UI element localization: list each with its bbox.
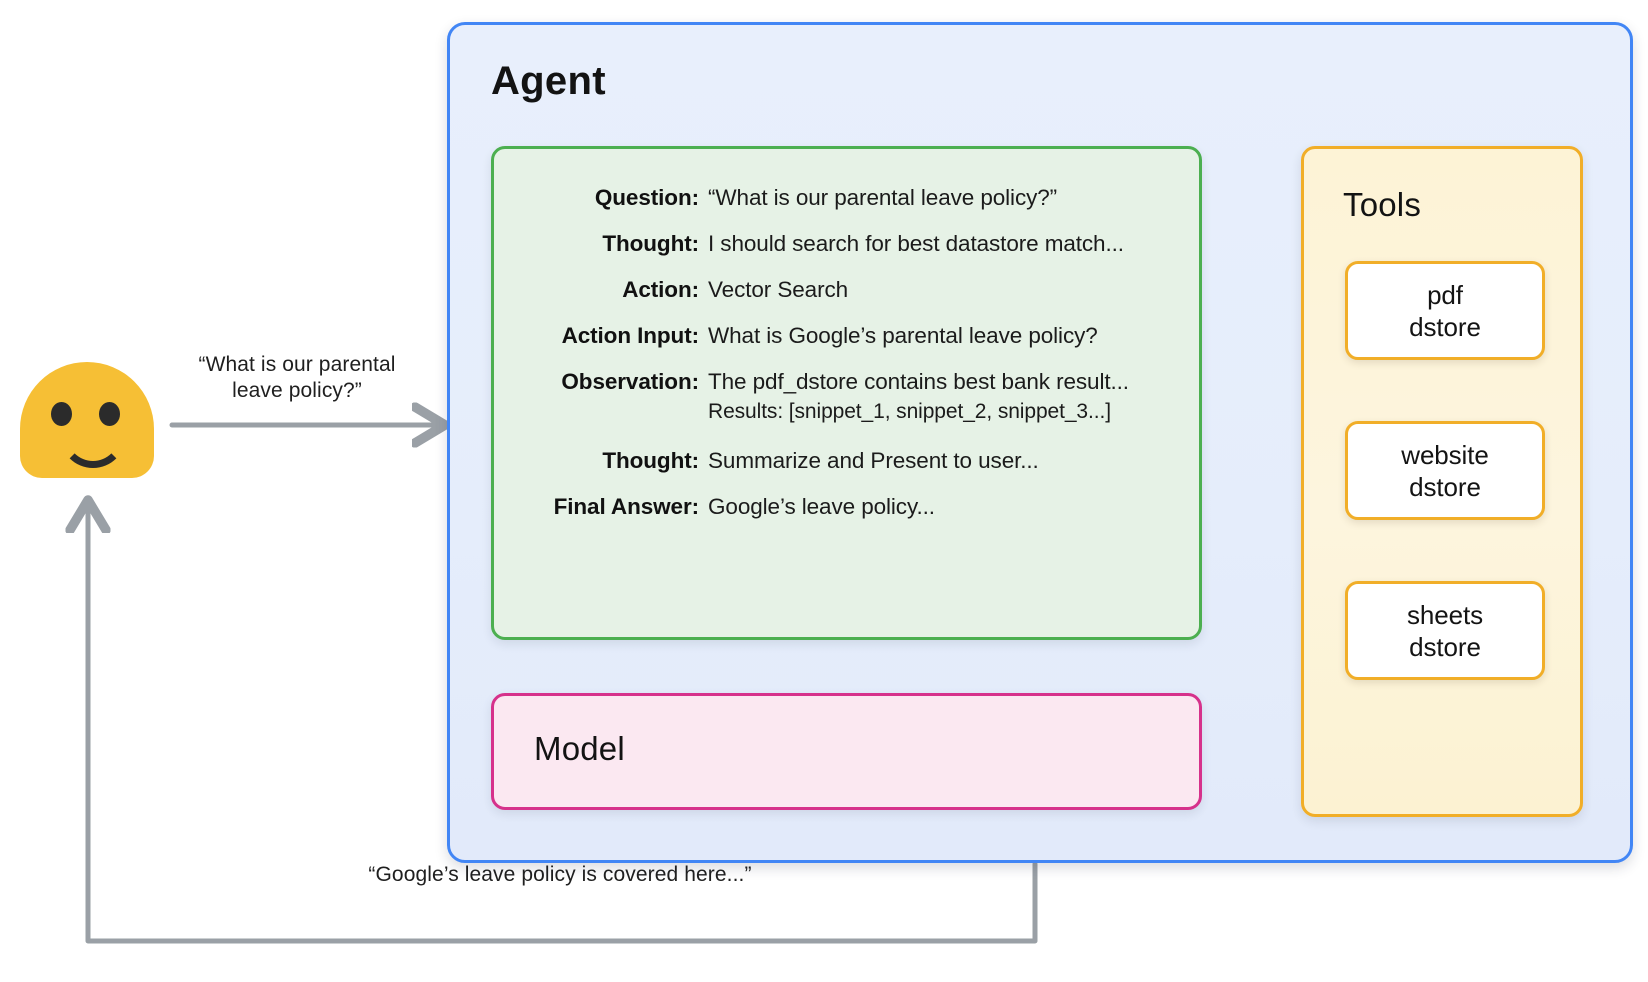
user-avatar (20, 362, 154, 478)
react-trace-row-value: I should search for best datastore match… (708, 229, 1199, 259)
react-trace-row: Action Input: What is Google’s parental l… (494, 321, 1199, 351)
react-trace-row-label: Action Input: (561, 323, 700, 348)
react-trace-row-value-secondary: Results: [snippet_1, snippet_2, snippet_… (708, 400, 1111, 423)
tool-card-line-2: dstore (1409, 311, 1481, 342)
react-trace-row-value-text: Summarize and Present to user... (708, 448, 1039, 473)
tool-card-line-1: pdf (1427, 279, 1463, 310)
react-trace-row-label: Question: (594, 185, 699, 210)
react-trace-row-value-text: I should search for best datastore match… (708, 231, 1124, 256)
react-trace-row-value: What is Google’s parental leave policy? (708, 321, 1199, 351)
tool-card-website-dstore[interactable]: website dstore (1345, 421, 1545, 520)
react-trace-row-value: “What is our parental leave policy?” (708, 183, 1199, 213)
avatar-right-eye (99, 402, 120, 426)
model-panel[interactable]: Model (491, 693, 1202, 810)
tool-card-line-2: dstore (1409, 631, 1481, 662)
tool-card-label: sheets dstore (1407, 599, 1483, 663)
react-trace-row-value-text: What is Google’s parental leave policy? (708, 323, 1098, 348)
react-trace-row-value-text: “What is our parental leave policy?” (708, 185, 1058, 210)
react-trace-rows: Question: “What is our parental leave pol… (494, 183, 1199, 538)
avatar-left-eye (51, 402, 72, 426)
tool-card-line-1: website (1401, 439, 1489, 470)
react-trace-row: Thought: I should search for best datasto… (494, 229, 1199, 259)
tool-card-label: website dstore (1401, 439, 1489, 503)
react-trace-row-value-text: Vector Search (708, 277, 849, 302)
react-trace-row-value-text: The pdf_dstore contains best bank result… (708, 369, 1129, 394)
react-trace-row: Final Answer: Google’s leave policy... (494, 492, 1199, 522)
react-trace-row-label: Thought: (602, 448, 699, 473)
tools-title: Tools (1343, 186, 1422, 223)
react-trace-panel: Question: “What is our parental leave pol… (491, 146, 1202, 640)
tool-card-label: pdf dstore (1409, 279, 1481, 343)
tool-card-pdf-dstore[interactable]: pdf dstore (1345, 261, 1545, 360)
agent-answer-label: “Google’s leave policy is covered here..… (368, 863, 752, 886)
model-title: Model (534, 730, 625, 767)
tools-panel: Tools pdf dstore website dstore sheets d… (1301, 146, 1583, 817)
react-trace-row: Thought: Summarize and Present to user... (494, 446, 1199, 476)
react-trace-row: Action: Vector Search (494, 275, 1199, 305)
react-trace-row-value: Google’s leave policy... (708, 492, 1199, 522)
user-question-line-1: “What is our parental (198, 353, 396, 376)
react-trace-row-label: Final Answer: (553, 494, 699, 519)
tool-card-line-2: dstore (1409, 471, 1481, 502)
react-trace-row: Observation: The pdf_dstore contains best… (494, 367, 1199, 426)
tool-card-line-1: sheets (1406, 599, 1483, 630)
react-trace-row-label: Action: (622, 277, 699, 302)
react-trace-row-value: Summarize and Present to user... (708, 446, 1199, 476)
user-question-label: “What is our parental leave policy?” (166, 352, 428, 404)
react-trace-row-label: Thought: (602, 231, 699, 256)
tool-card-sheets-dstore[interactable]: sheets dstore (1345, 581, 1545, 680)
react-trace-row: Question: “What is our parental leave pol… (494, 183, 1199, 213)
react-trace-row-value: The pdf_dstore contains best bank result… (708, 367, 1199, 426)
react-trace-row-label: Observation: (561, 369, 699, 394)
agent-container: Agent Question: “What is our parental lea… (447, 22, 1633, 863)
avatar-smile (60, 428, 126, 468)
react-trace-row-value: Vector Search (708, 275, 1199, 305)
react-trace-row-value-text: Google’s leave policy... (708, 494, 935, 519)
agent-title: Agent (491, 59, 606, 103)
user-question-line-2: leave policy?” (232, 379, 362, 402)
